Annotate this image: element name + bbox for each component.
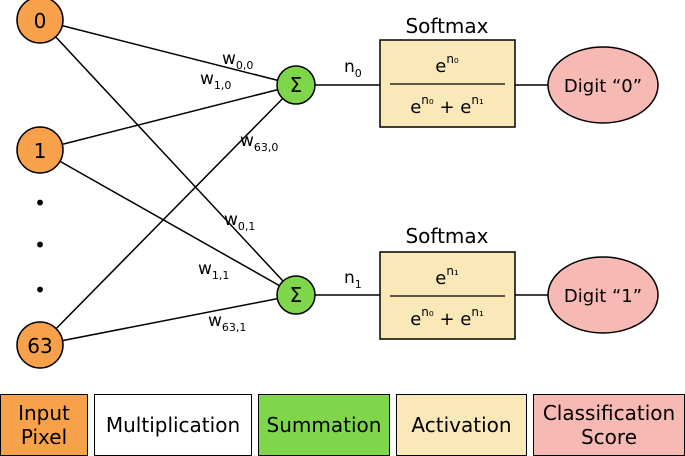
input-node-1-label: 1: [34, 139, 47, 163]
input-node-63-circle: [16, 321, 64, 369]
weight-label-w00: w0,0: [222, 49, 253, 72]
legend-classification-score: Classification Score: [533, 394, 685, 456]
input-node-1-circle: [16, 126, 64, 174]
edge-0-to-sum1: [39, 19, 297, 296]
legend-summation-label: Summation: [266, 413, 382, 437]
input-node-63: 63: [16, 321, 64, 369]
input-node-63-label: 63: [27, 334, 52, 358]
legend-multiplication: Multiplication: [94, 394, 252, 456]
legend-activation: Activation: [396, 394, 527, 456]
weight-label-w01: w0,1: [224, 210, 255, 233]
ellipsis-dot: •: [34, 278, 46, 302]
softmax-title: Softmax: [405, 14, 488, 38]
weight-label-w11: w1,1: [198, 259, 229, 282]
softmax-denominator: en₀ + en₁: [410, 305, 484, 330]
softmax-numerator: en₁: [435, 264, 459, 289]
legend-classification-score-label: Classification Score: [542, 401, 676, 449]
edge-63-to-sum0: [39, 84, 297, 346]
softmax-block-1: Softmax en₁ en₀ + en₁: [379, 224, 516, 340]
input-node-0: 0: [16, 0, 64, 44]
legend-input-pixel: Input Pixel: [0, 394, 88, 456]
sigma-symbol: Σ: [290, 283, 303, 307]
softmax-block-0: Softmax en₀ en₀ + en₁: [379, 14, 516, 128]
weight-label-w631: w63,1: [208, 311, 246, 334]
output-digit-0: Digit “0”: [547, 46, 659, 124]
connections: [39, 19, 550, 346]
output-digit-0-label: Digit “0”: [564, 76, 642, 97]
weight-label-w10: w1,0: [200, 69, 231, 92]
summation-node-0-circle: [276, 65, 316, 105]
output-digit-1-label: Digit “1”: [564, 286, 642, 307]
weight-label-w630: w63,0: [240, 131, 278, 154]
edge-63-to-sum1: [39, 294, 297, 346]
summation-node-1: Σ: [276, 275, 316, 315]
legend-summation: Summation: [258, 394, 390, 456]
legend-input-pixel-label: Input Pixel: [18, 401, 70, 449]
softmax-title: Softmax: [405, 224, 488, 248]
ellipsis-dot: •: [34, 233, 46, 257]
summation-node-0: Σ: [276, 65, 316, 105]
output-digit-0-ellipse: [547, 46, 659, 124]
edge-1-to-sum1: [39, 149, 297, 296]
input-node-0-circle: [16, 0, 64, 44]
net-label-n1: n1: [344, 268, 362, 291]
edge-0-to-sum0: [39, 19, 297, 86]
input-node-1: 1: [16, 126, 64, 174]
edge-1-to-sum0: [39, 84, 297, 151]
softmax-numerator: en₀: [435, 52, 459, 77]
output-digit-1-ellipse: [547, 256, 659, 334]
softmax-denominator: en₀ + en₁: [410, 93, 484, 118]
sigma-symbol: Σ: [290, 73, 303, 97]
input-node-0-label: 0: [34, 9, 47, 33]
legend-activation-label: Activation: [411, 413, 512, 437]
legend-multiplication-label: Multiplication: [105, 413, 241, 437]
summation-node-1-circle: [276, 275, 316, 315]
output-digit-1: Digit “1”: [547, 256, 659, 334]
ellipsis-dot: •: [34, 191, 46, 215]
net-label-n0: n0: [344, 57, 362, 80]
network-diagram: 0 1 63 • • • w0,0 w1,0 w63,0 w0,1 w1,1 w…: [16, 0, 659, 369]
